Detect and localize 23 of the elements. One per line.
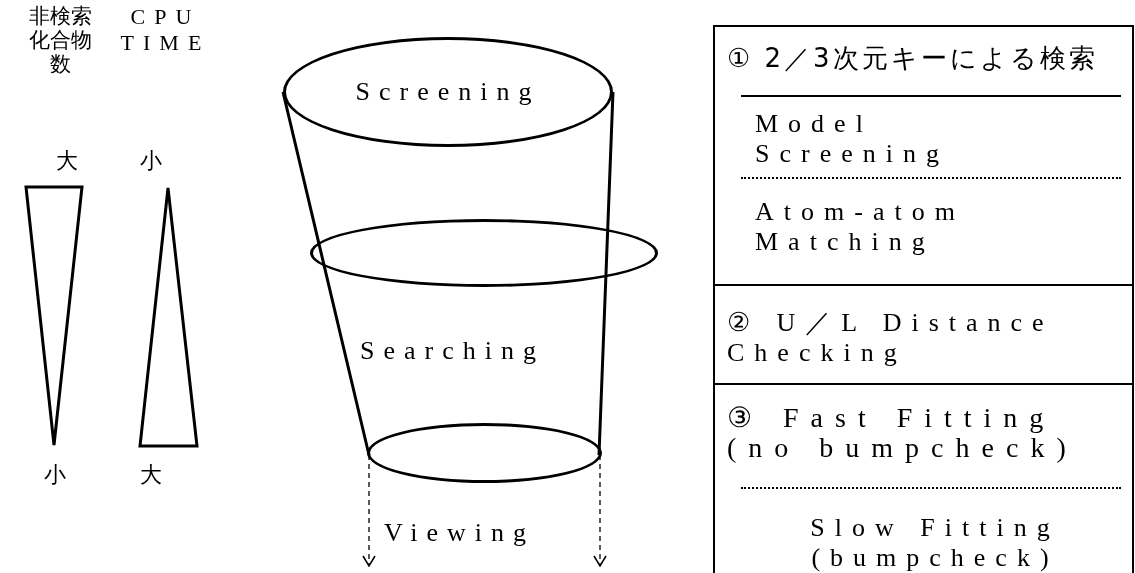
ellipse-label: Screening: [355, 77, 541, 107]
scale-label: 大: [140, 462, 162, 488]
axis-heading: 非検索化合物数: [27, 4, 93, 76]
scale-label: 小: [44, 462, 66, 488]
ellipse: [310, 219, 658, 287]
ellipse: [283, 37, 613, 147]
axis-heading: CPU TIME: [119, 4, 212, 56]
method-label: Atom-atom Matching: [755, 197, 966, 257]
table-section: [713, 383, 1134, 573]
table-section: [713, 25, 1134, 286]
narrowing-triangle: [24, 185, 84, 447]
step-label: ② U／L Distance Checking: [727, 308, 1055, 368]
scale-label: 大: [56, 148, 78, 174]
step-label: ③ Fast Fitting (no bumpcheck): [727, 403, 1079, 463]
table-section: [713, 284, 1134, 385]
widening-triangle: [138, 186, 199, 448]
method-label: Model Screening: [755, 109, 950, 169]
method-label: Slow Fitting (bumpcheck): [809, 513, 1061, 573]
scale-label: 小: [140, 148, 162, 174]
stage-label: Viewing: [384, 520, 535, 546]
stage-label: Searching: [360, 338, 545, 364]
step-heading: ① 2／3次元キーによる検索: [727, 43, 1099, 73]
ellipse: [367, 423, 602, 483]
